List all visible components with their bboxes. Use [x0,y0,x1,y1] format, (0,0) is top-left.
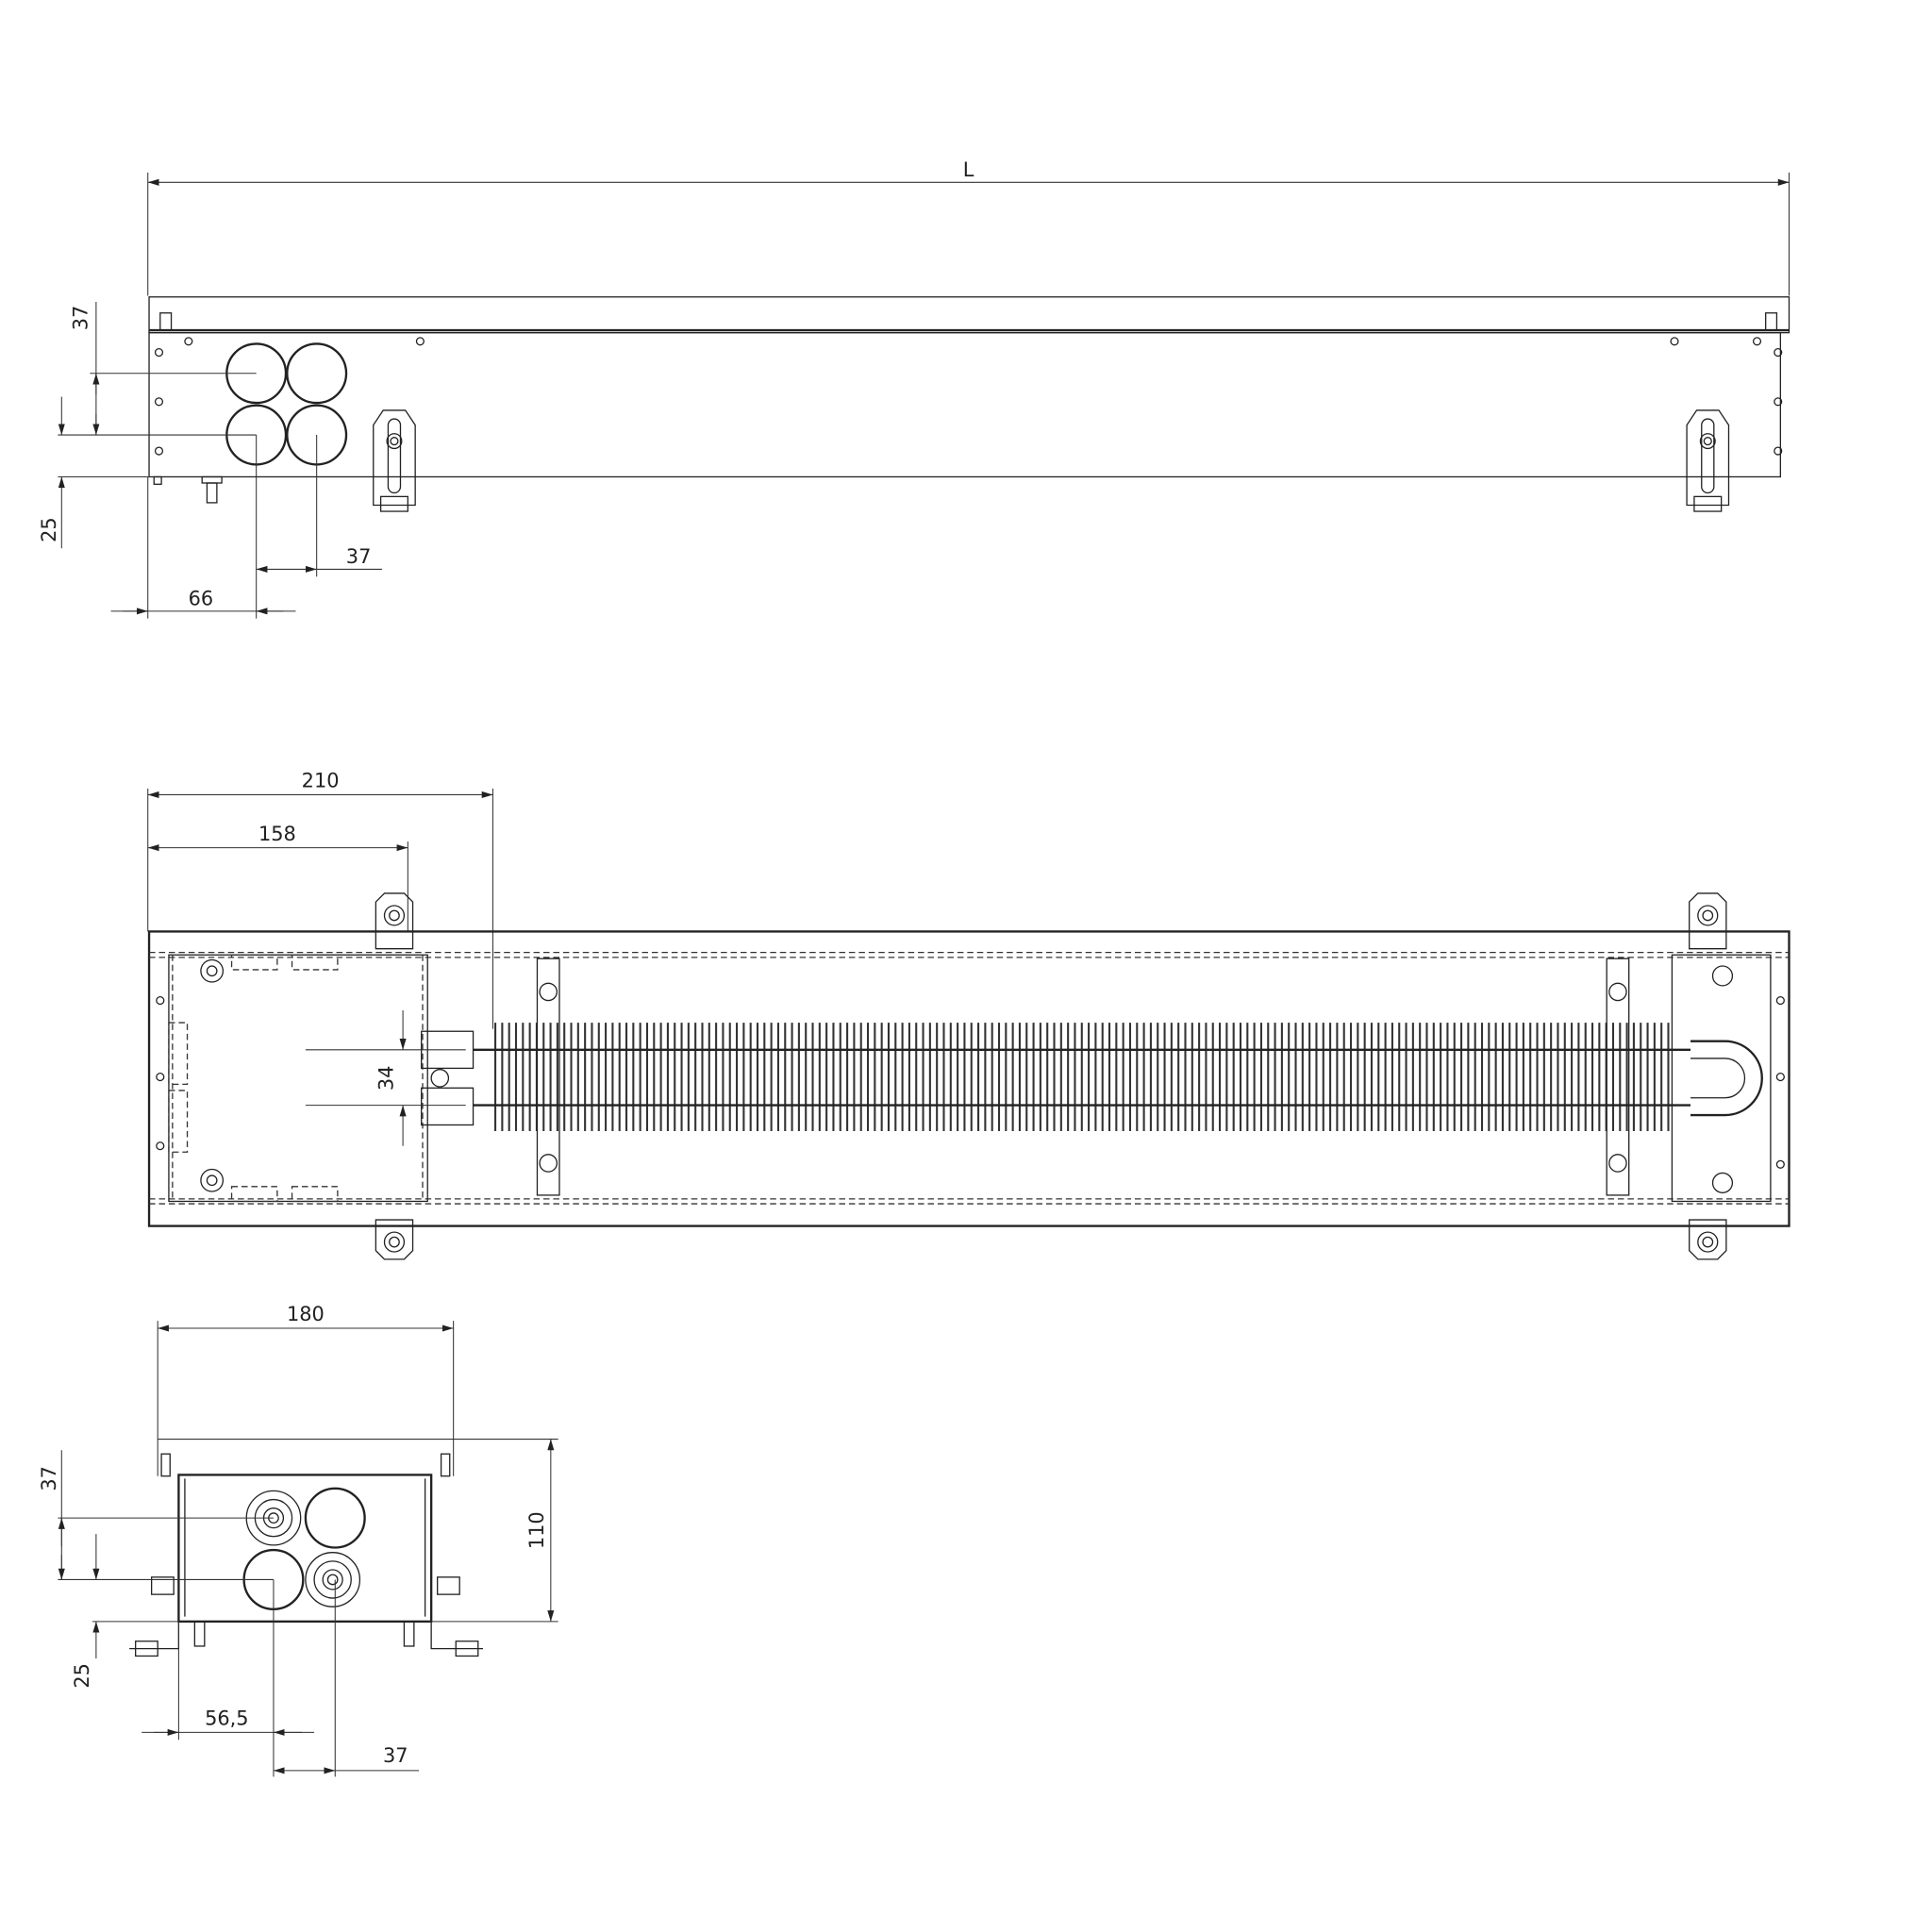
adjustment-bracket-left [373,409,416,512]
support-feet [129,1576,483,1657]
leveling-brackets [375,892,1727,1260]
grille-strip [148,296,1790,334]
dimension-pipe-vertical: 37 [38,1450,274,1580]
connection-box [156,954,475,1203]
heat-exchanger-fins [494,1023,1670,1132]
dimension-180: 180 [157,1303,455,1476]
dimension-side-offset: 56,5 [142,1579,315,1777]
dimension-label: 34 [375,1066,398,1091]
end-box [1671,954,1785,1203]
dimension-pipe-horizontal: 37 [256,435,382,619]
dimension-label: 37 [70,306,92,331]
section-view: 180 110 37 [38,1303,558,1777]
coil-support-right [1606,958,1630,1196]
dimension-label: 210 [302,770,340,792]
dimension-length: L [147,158,1790,296]
heat-exchanger [473,1023,1763,1132]
section-body [177,1474,433,1624]
dimension-label: 66 [189,587,214,609]
dimension-158: 158 [147,823,408,932]
coil-support-left [536,958,560,1196]
bolt-stub [153,475,223,504]
trough-outline [147,930,1790,1227]
dimension-34: 34 [305,1010,466,1146]
dimension-210: 210 [147,770,493,1029]
dimension-label: 110 [525,1511,548,1549]
convector-body [148,332,1781,478]
pipe-sections [242,1487,366,1610]
dimension-bottom-offset: 25 [71,1534,179,1689]
dimension-label-length: L [963,158,974,181]
dimension-label: 56,5 [205,1707,248,1730]
dimension-label: 25 [71,1663,93,1689]
dimension-label: 180 [287,1303,325,1325]
dimension-110: 110 [431,1439,558,1623]
dimension-label: 37 [346,545,372,568]
u-bend [1690,1040,1763,1117]
pipe-openings [225,342,348,466]
plan-view: 210 158 34 [147,770,1790,1260]
dimension-label: 37 [38,1466,60,1491]
dimension-side-offset: 66 [110,476,296,619]
dimension-bottom-offset: 25 [38,396,150,549]
mounting-holes [154,337,1783,456]
adjustment-bracket-right [1686,409,1730,512]
front-view: L [38,158,1790,619]
dimension-label: 37 [383,1744,408,1767]
dimension-pipe-horizontal: 37 [273,1579,420,1777]
dimension-pipe-vertical: 37 [58,302,257,436]
dimension-label: 25 [38,517,60,542]
dimension-label: 158 [258,823,296,845]
